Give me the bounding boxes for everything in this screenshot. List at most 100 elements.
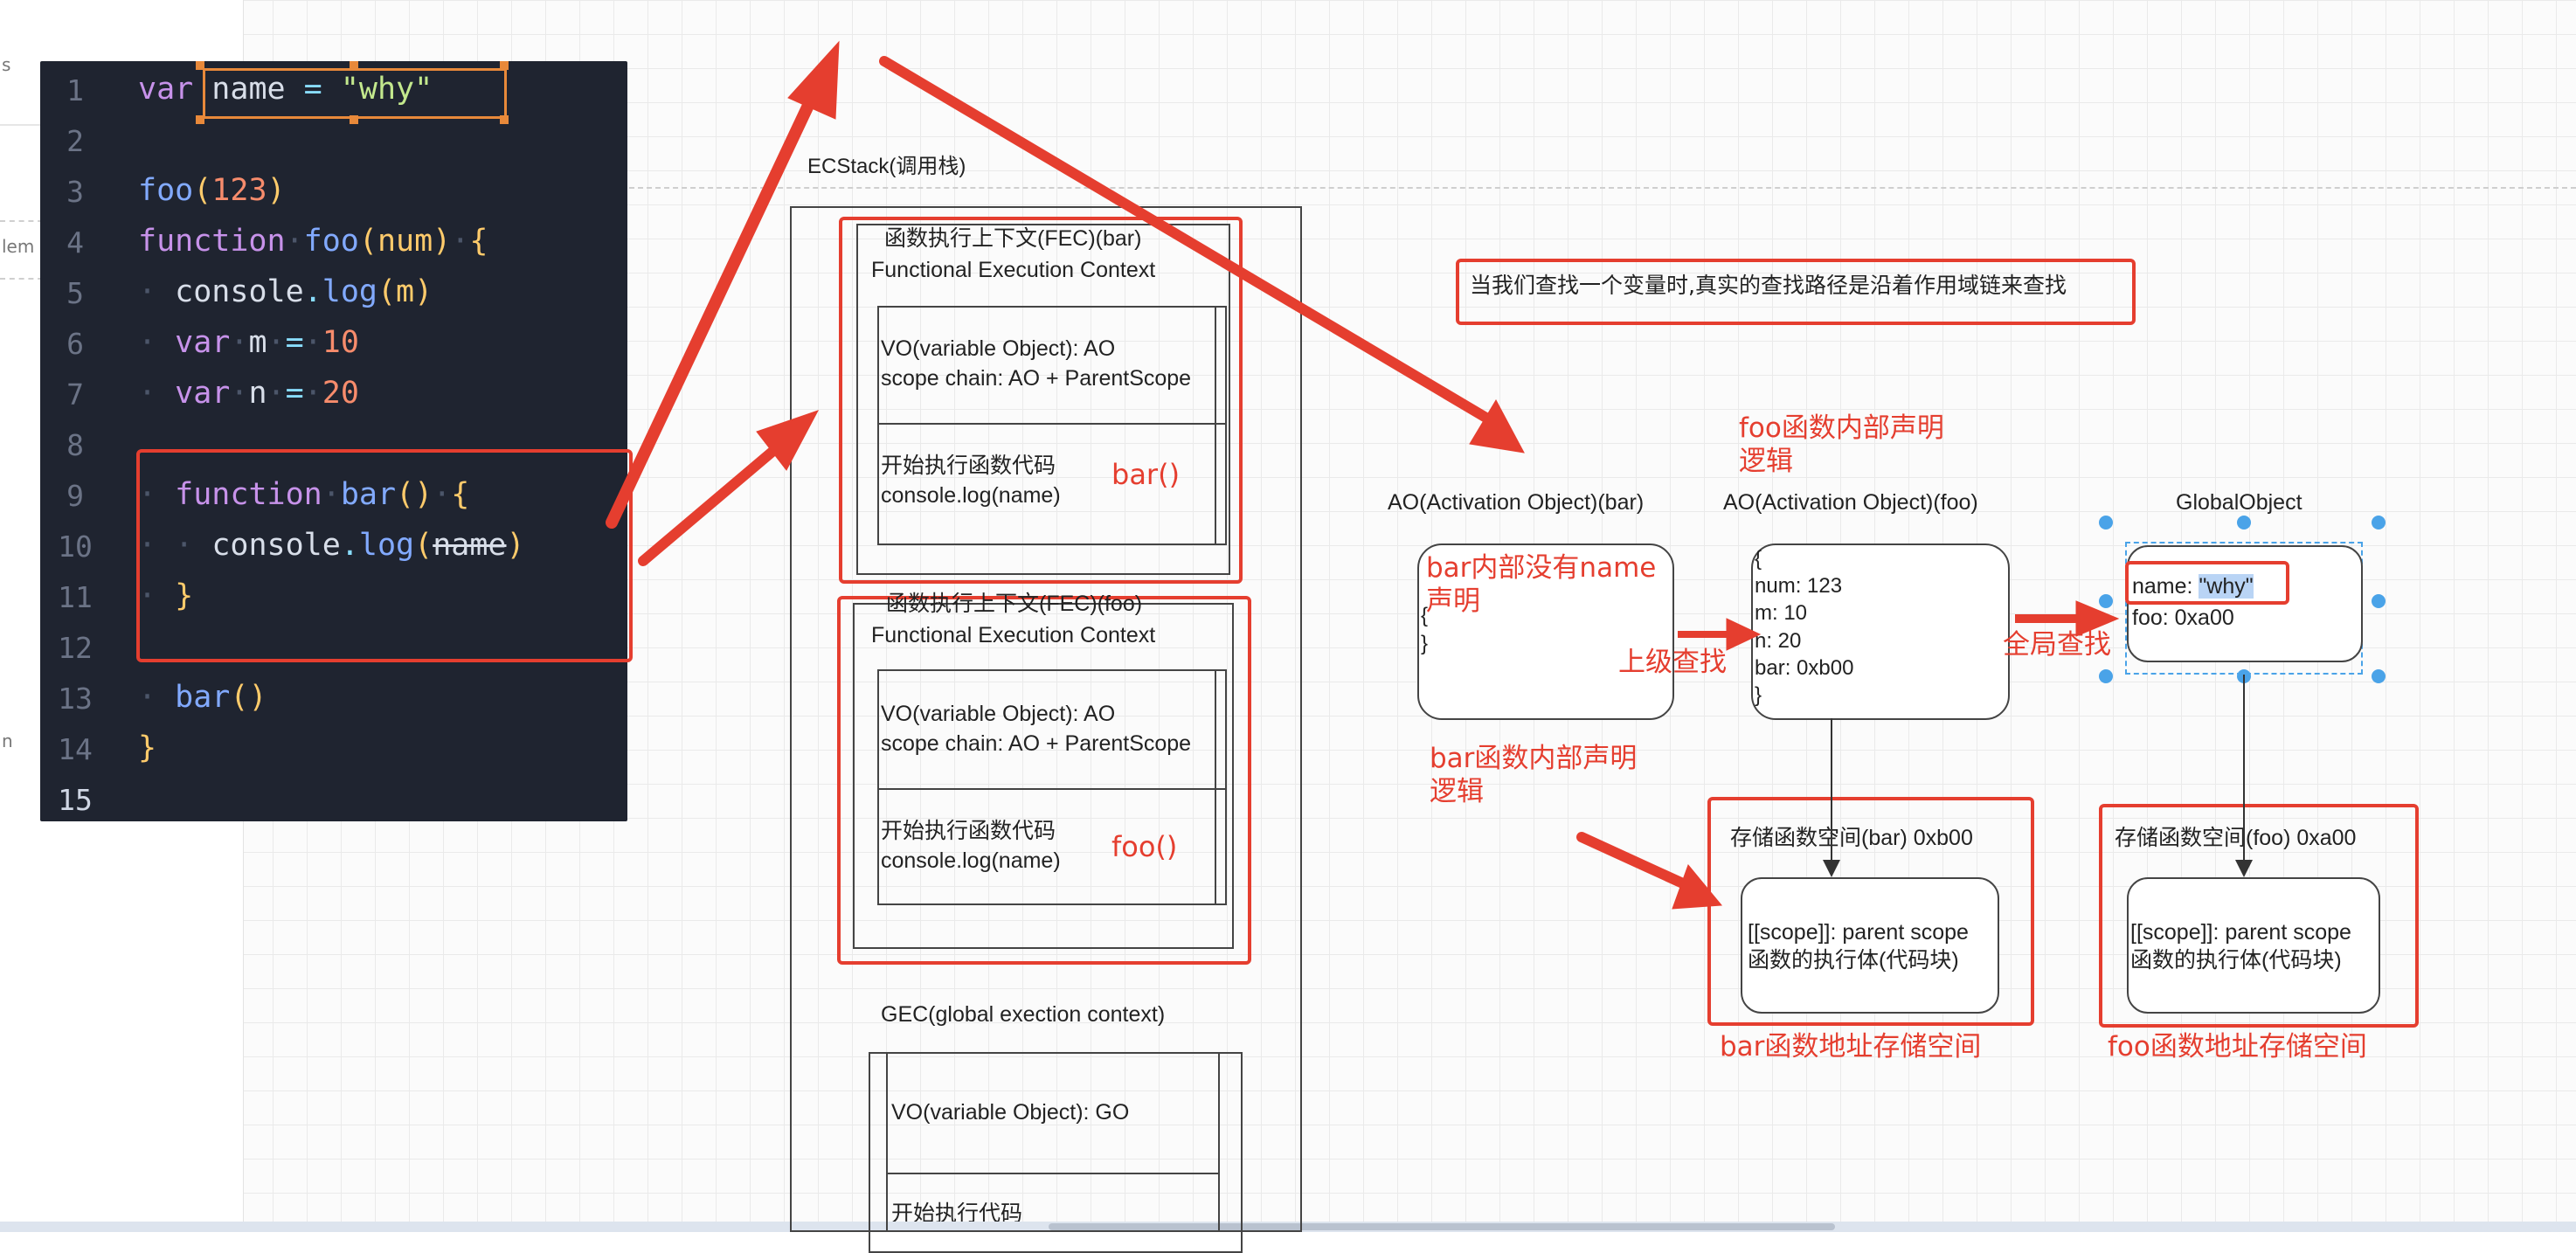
mem-bar-body: 函数的执行体(代码块)	[1748, 948, 1959, 973]
global-title: GlobalObject	[2176, 490, 2302, 515]
line-number: 3	[66, 175, 84, 209]
red-arrow-shaft	[638, 440, 785, 566]
divider	[1218, 1052, 1220, 1232]
code-line-11: · }	[138, 578, 194, 613]
line-number: 7	[66, 377, 84, 412]
resize-handle[interactable]	[2099, 594, 2113, 608]
horizontal-scrollbar-thumb[interactable]	[1049, 1223, 1835, 1230]
mem-bar-box	[1741, 877, 1999, 1014]
mem-foo-box	[2127, 877, 2380, 1014]
mem-bar-title: 存储函数空间(bar) 0xb00	[1730, 826, 1973, 850]
resize-handle[interactable]	[2099, 516, 2113, 530]
selection-handle[interactable]	[196, 61, 204, 70]
bar-fec-title: 函数执行上下文(FEC)(bar)	[884, 226, 1142, 251]
line-number: 1	[66, 73, 84, 107]
code-line-5: · console.log(m)	[138, 274, 433, 309]
code-line-3: foo(123)	[138, 173, 286, 208]
ao-bar-title: AO(Activation Object)(bar)	[1388, 490, 1645, 515]
divider	[1215, 306, 1216, 545]
gec-vo: VO(variable Object): GO	[891, 1100, 1130, 1125]
mem-foo-caption: foo函数地址存储空间	[2108, 1031, 2367, 1063]
foo-fec-log: console.log(name)	[881, 848, 1061, 873]
selection-handle[interactable]	[500, 115, 509, 124]
ao-bar-brace-close: }	[1421, 632, 1429, 655]
ao-foo-title: AO(Activation Object)(foo)	[1723, 490, 1978, 515]
foo-fec-exec: 开始执行函数代码	[881, 819, 1056, 843]
ao-foo-above: foo函数内部声明 逻辑	[1739, 412, 1944, 477]
code-line-6: · var·m·=·10	[138, 325, 359, 360]
mem-foo-scope: [[scope]]: parent scope	[2130, 920, 2351, 945]
line-number: 4	[66, 225, 84, 260]
code-editor[interactable]: 1 2 3 4 5 6 7 8 9 10 11 12 13 14 15 var …	[40, 61, 633, 821]
line-number: 5	[66, 276, 84, 310]
line-number: 8	[66, 428, 84, 462]
line-number: 9	[66, 479, 84, 513]
foo-fec-title: 函数执行上下文(FEC)(foo)	[886, 592, 1143, 616]
ao-foo-body: { num: 123 m: 10 n: 20 bar: 0xb00 }	[1755, 547, 1854, 707]
ao-bar-box	[1417, 543, 1674, 720]
swimlane-divider	[629, 187, 2576, 189]
selection-handle[interactable]	[350, 115, 358, 124]
ao-bar-below: bar函数内部声明 逻辑	[1430, 743, 1638, 807]
resize-handle[interactable]	[2372, 516, 2386, 530]
panel-dash	[0, 220, 52, 222]
divider	[1215, 669, 1216, 905]
gec-exec: 开始执行代码	[891, 1201, 1023, 1222]
edge-label-global: 全局查找	[2003, 629, 2111, 661]
foo-fec-scope: scope chain: AO + ParentScope	[881, 731, 1192, 756]
selection-handle[interactable]	[500, 61, 509, 70]
global-name-highlight	[2125, 561, 2289, 605]
panel-fragment: s	[2, 54, 11, 75]
resize-handle[interactable]	[2099, 669, 2113, 683]
divider	[877, 788, 1227, 790]
code-line-14: }	[138, 730, 157, 765]
divider	[886, 1052, 888, 1232]
line-number: 13	[58, 682, 93, 716]
bar-fec-log: console.log(name)	[881, 483, 1061, 508]
bar-fec-note: bar()	[1111, 458, 1181, 491]
line-number: 12	[58, 631, 93, 665]
foo-fec-highlight	[837, 596, 1251, 965]
divider	[886, 1173, 1218, 1174]
mem-bar-scope: [[scope]]: parent scope	[1748, 920, 1969, 945]
line-number: 10	[58, 530, 93, 564]
bar-fec-subtitle: Functional Execution Context	[871, 258, 1156, 282]
bar-fec-box	[856, 224, 1230, 575]
global-name-value: "why"	[2199, 574, 2254, 599]
divider	[877, 423, 1227, 425]
panel-dash	[0, 278, 52, 280]
note-text: 当我们查找一个变量时,真实的查找路径是沿着作用域链来查找	[1470, 273, 2067, 298]
mem-foo-title: 存储函数空间(foo) 0xa00	[2115, 826, 2357, 850]
selection-handle[interactable]	[350, 61, 358, 70]
ao-foo-box	[1751, 543, 2010, 720]
resize-handle[interactable]	[2237, 516, 2251, 530]
global-name-row: name: "why"	[2132, 573, 2254, 600]
bar-fec-vo: VO(variable Object): AO	[881, 336, 1116, 361]
red-arrow-shaft	[879, 56, 1494, 425]
resize-handle[interactable]	[2372, 669, 2386, 683]
bar-fec-highlight	[839, 217, 1243, 584]
line-number: 2	[66, 124, 84, 158]
mem-foo-highlight	[2099, 804, 2419, 1028]
line-number: 11	[58, 580, 93, 614]
red-arrow-shaft	[1576, 832, 1690, 890]
red-arrow-head	[1726, 618, 1762, 651]
ao-bar-brace-open: {	[1421, 604, 1429, 627]
red-arrow-head	[756, 410, 820, 471]
edge-label-up: 上级查找	[1618, 647, 1727, 678]
bar-fec-exec: 开始执行函数代码	[881, 453, 1056, 478]
foo-fec-subtitle: Functional Execution Context	[871, 623, 1156, 647]
code-line-7: · var·n·=·20	[138, 376, 359, 411]
code-line-1: var name = "why"	[138, 72, 433, 107]
selection-handle[interactable]	[196, 115, 204, 124]
red-arrow-head	[2075, 600, 2120, 637]
bar-fec-scope: scope chain: AO + ParentScope	[881, 366, 1192, 391]
ecstack-title: ECStack(调用栈)	[807, 155, 966, 178]
foo-fec-note: foo()	[1111, 830, 1178, 863]
red-arrow-head	[1672, 864, 1723, 910]
code-line-4: function·foo(num)·{	[138, 224, 488, 259]
resize-handle[interactable]	[2372, 594, 2386, 608]
ao-bar-annotation: bar内部没有name 声明	[1426, 552, 1657, 617]
foo-fec-vo: VO(variable Object): AO	[881, 702, 1116, 726]
